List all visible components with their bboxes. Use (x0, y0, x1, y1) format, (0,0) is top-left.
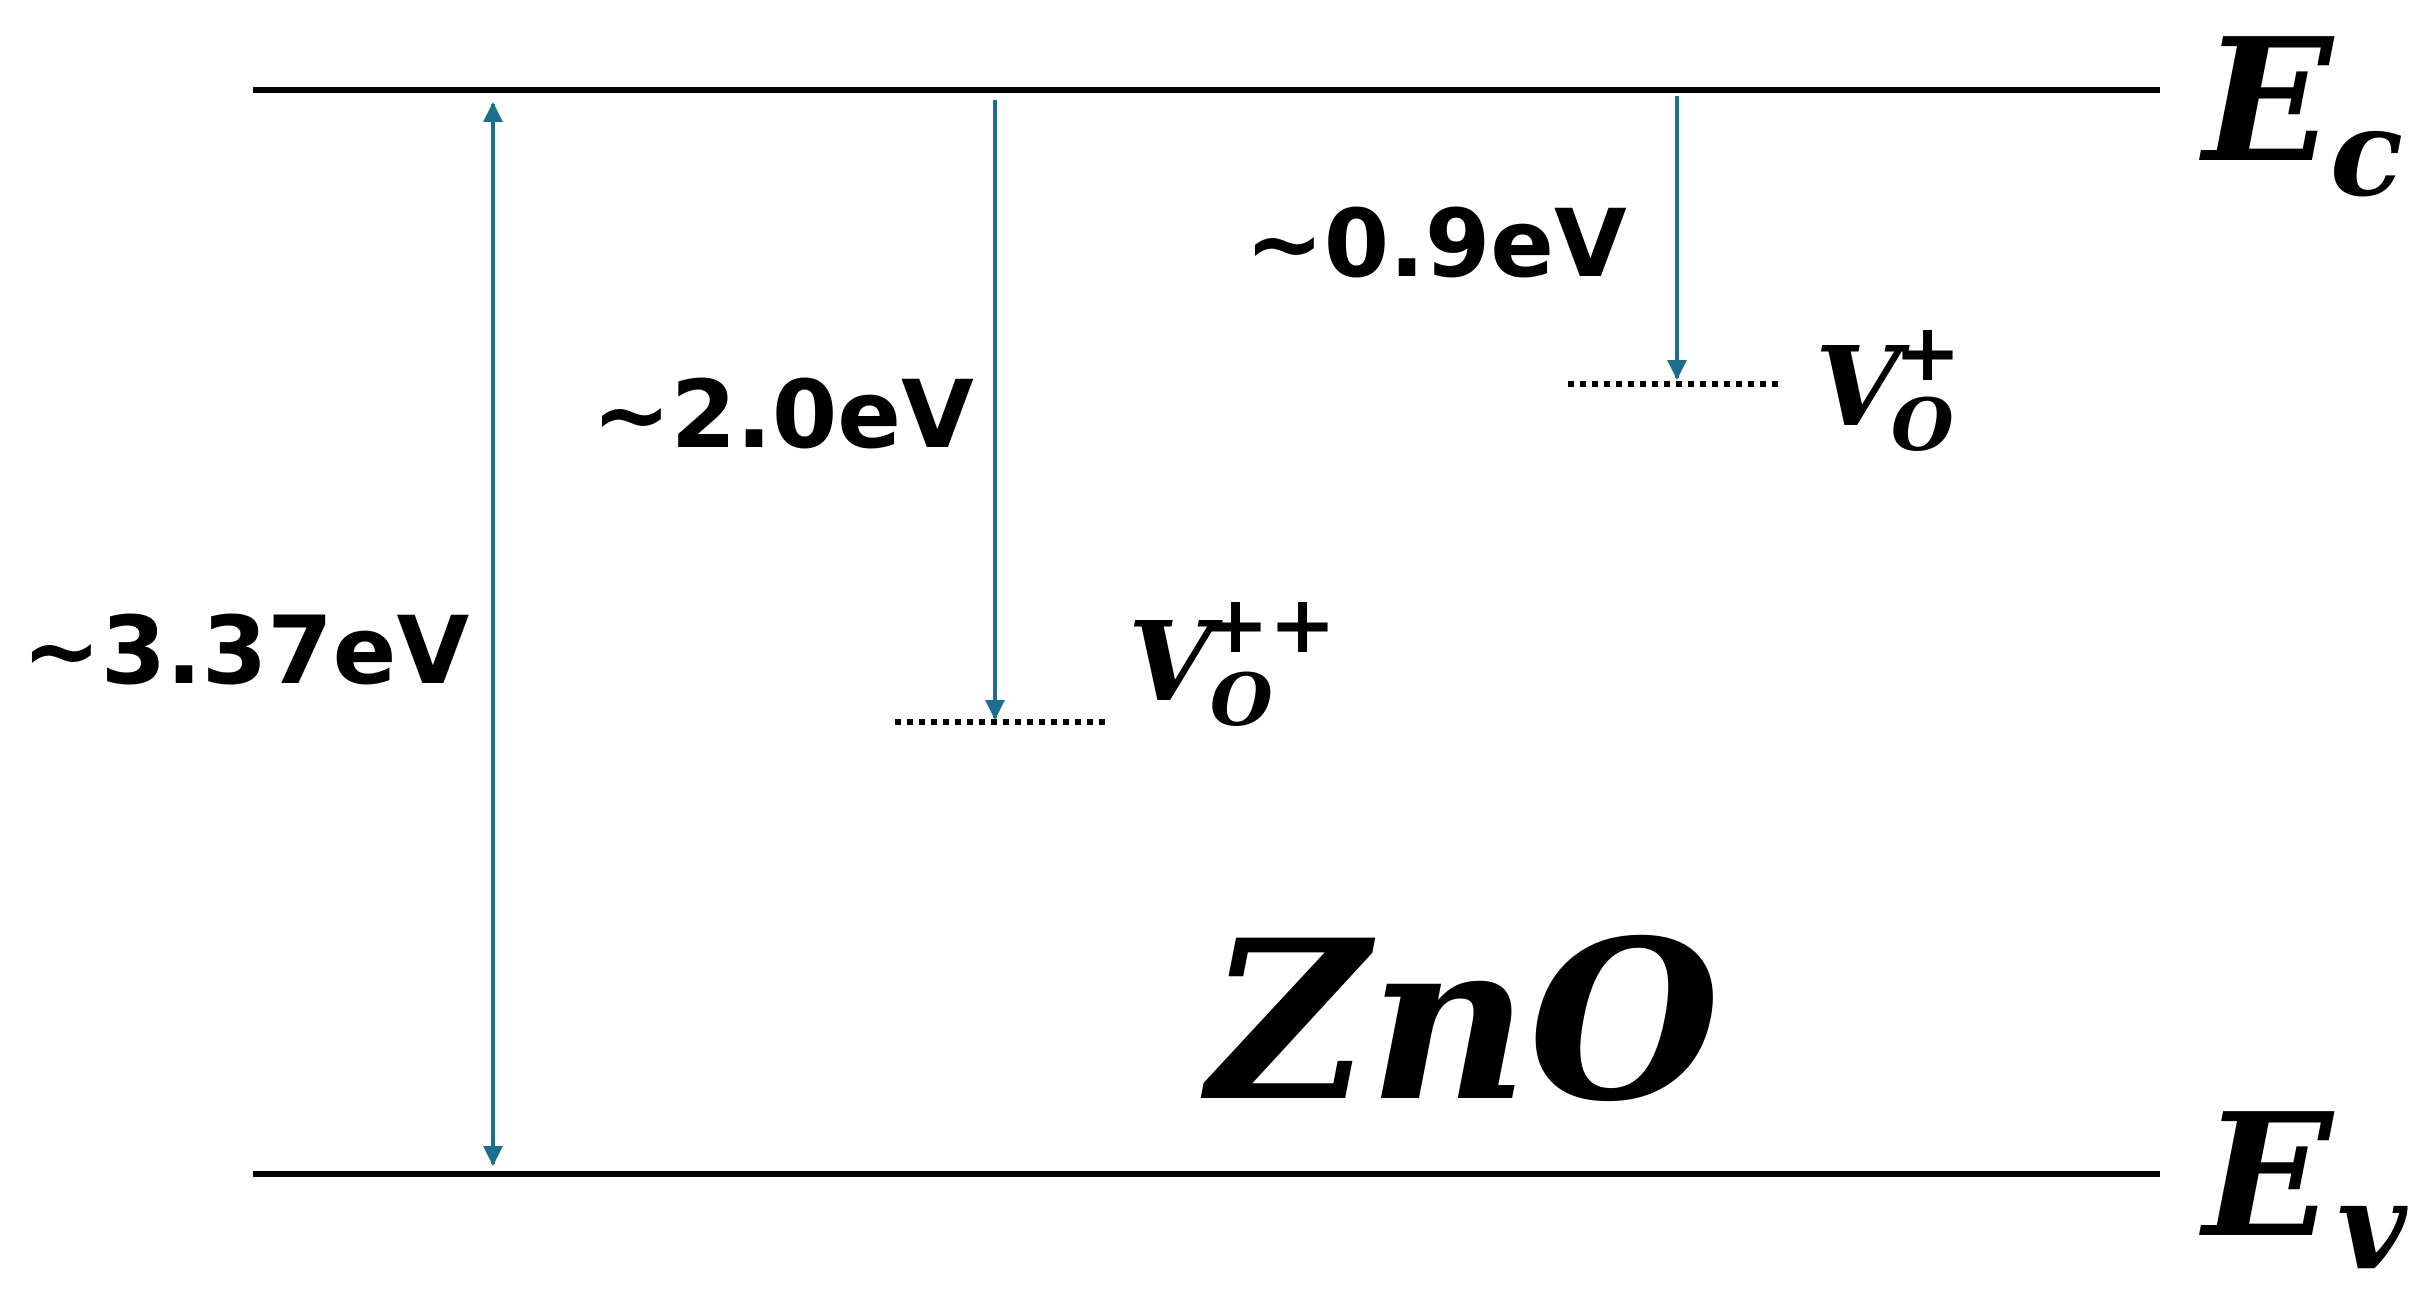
vo-plus-species: V (1815, 322, 1910, 451)
vo-double-plus-species: V (1128, 597, 1223, 726)
vo-plus-charge: + (1894, 305, 1961, 399)
vo-double-plus-charge: ++ (1202, 577, 1336, 671)
vo-double-plus-subscript: O (1210, 657, 1273, 742)
vo-double-plus-energy-label: ~2.0eV (592, 361, 974, 470)
valence-band-label: E v (2199, 1076, 2408, 1297)
vo-plus-label: V O + (1815, 305, 1961, 467)
vo-double-plus-label: V O ++ (1128, 577, 1336, 742)
band-gap-label: ~3.37eV (22, 597, 469, 706)
valence-band-symbol: E (2199, 1076, 2335, 1276)
valence-band-subscript: v (2337, 1156, 2408, 1297)
conduction-band-subscript: c (2330, 83, 2403, 224)
conduction-band-label: E c (2199, 1, 2403, 224)
vo-plus-energy-label: ~0.9eV (1245, 190, 1627, 299)
vo-plus-subscript: O (1891, 382, 1954, 467)
conduction-band-symbol: E (2199, 1, 2335, 201)
material-label: ZnO (1200, 891, 1720, 1150)
